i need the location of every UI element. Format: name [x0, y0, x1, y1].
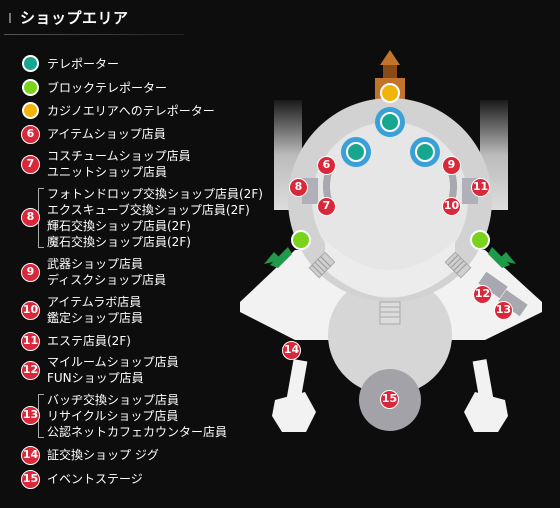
west-exit-arrow-icon [270, 247, 292, 268]
east-wing-counter-1 [478, 271, 508, 299]
legend-number-14: 14 [21, 446, 40, 465]
header-accent-bar [9, 13, 11, 23]
map-marker-13[interactable]: 13 [494, 301, 513, 320]
legend-item-8-line-4: 魔石交換ショップ店員(2F) [47, 235, 191, 249]
east-wing-counter-2 [498, 289, 528, 317]
map-marker-6[interactable]: 6 [317, 156, 336, 175]
legend-item-12-line-1: マイルームショップ店員 [47, 355, 179, 369]
casino-teleporter-marker[interactable] [380, 83, 400, 103]
legend-item-8-line-3: 輝石交換ショップ店員(2F) [47, 219, 191, 233]
map-floorplan [240, 50, 542, 432]
legend-item-7-line-1: コスチュームショップ店員 [47, 149, 191, 163]
page-title: ショップエリア [20, 9, 129, 27]
legend-item-10-line-2: 鑑定ショップ店員 [47, 311, 144, 325]
legend-item-13-line-3: 公認ネットカフェカウンター店員 [47, 425, 228, 439]
legend-item-15-line-1: イベントステージ [47, 472, 143, 486]
map-marker-12[interactable]: 12 [473, 285, 492, 304]
legend-teleporter-label: テレポーター [47, 57, 120, 71]
legend-item-11-line-1: エステ店員(2F) [47, 334, 131, 348]
map-marker-8[interactable]: 8 [289, 178, 308, 197]
legend-item-9-line-1: 武器ショップ店員 [47, 257, 144, 271]
legend-number-7: 7 [21, 155, 40, 174]
legend-block-teleporter-label: ブロックテレポーター [47, 81, 168, 95]
legend-item-13-line-1: バッヂ交換ショップ店員 [47, 393, 180, 407]
map-marker-9[interactable]: 9 [442, 156, 461, 175]
west-stairs [308, 251, 336, 279]
teleporter-marker-east[interactable] [415, 142, 435, 162]
header-divider [4, 34, 184, 35]
map-marker-15[interactable]: 15 [380, 390, 399, 409]
south-stairs [379, 301, 401, 325]
legend-casino-teleporter-label: カジノエリアへのテレポーター [47, 104, 215, 118]
legend-number-15: 15 [21, 470, 40, 489]
teleporter-marker-west[interactable] [346, 142, 366, 162]
legend-number-13: 13 [21, 406, 40, 425]
south-west-leg [272, 359, 316, 432]
teleporter-icon [22, 55, 39, 72]
legend-number-9: 9 [21, 263, 40, 282]
east-exit-arrowhead-icon [498, 252, 516, 264]
area-header: ショップエリア [0, 0, 190, 38]
south-east-leg [464, 359, 508, 432]
map-marker-14[interactable]: 14 [282, 341, 301, 360]
legend-item-6-line-1: アイテムショップ店員 [47, 127, 166, 141]
block-teleporter-icon [22, 79, 39, 96]
map-marker-7[interactable]: 7 [317, 197, 336, 216]
east-exit-arrow-icon [488, 247, 510, 268]
block-teleporter-marker-west[interactable] [291, 230, 311, 250]
legend-item-10-line-1: アイテムラボ店員 [47, 295, 142, 309]
legend-number-10: 10 [21, 301, 40, 320]
legend-item-8-line-2: エクスキューブ交換ショップ店員(2F) [47, 203, 250, 217]
east-stairs [444, 251, 472, 279]
map-marker-10[interactable]: 10 [442, 197, 461, 216]
legend-item-14-line-1: 証交換ショップ ジグ [47, 448, 159, 462]
legend-number-12: 12 [21, 361, 40, 380]
west-exit-arrowhead-icon [264, 252, 282, 264]
legend-item-8-line-1: フォトンドロップ交換ショップ店員(2F) [47, 187, 263, 201]
legend-item-9-line-2: ディスクショップ店員 [47, 273, 167, 287]
shop-area-map: 6 7 8 9 10 11 12 13 14 15 [230, 40, 560, 508]
lower-hall [328, 275, 452, 395]
teleporter-marker-north[interactable] [380, 112, 400, 132]
map-marker-11[interactable]: 11 [471, 178, 490, 197]
casino-teleporter-icon [22, 102, 39, 119]
block-teleporter-marker-east[interactable] [470, 230, 490, 250]
legend-number-11: 11 [21, 332, 40, 351]
legend-number-8: 8 [21, 208, 40, 227]
main-hall-lower-ring [325, 240, 455, 298]
legend-item-12-line-2: FUNショップ店員 [47, 371, 144, 385]
legend-item-13-line-2: リサイクルショップ店員 [47, 409, 179, 423]
legend-number-6: 6 [21, 125, 40, 144]
legend-item-7-line-2: ユニットショップ店員 [47, 165, 168, 179]
